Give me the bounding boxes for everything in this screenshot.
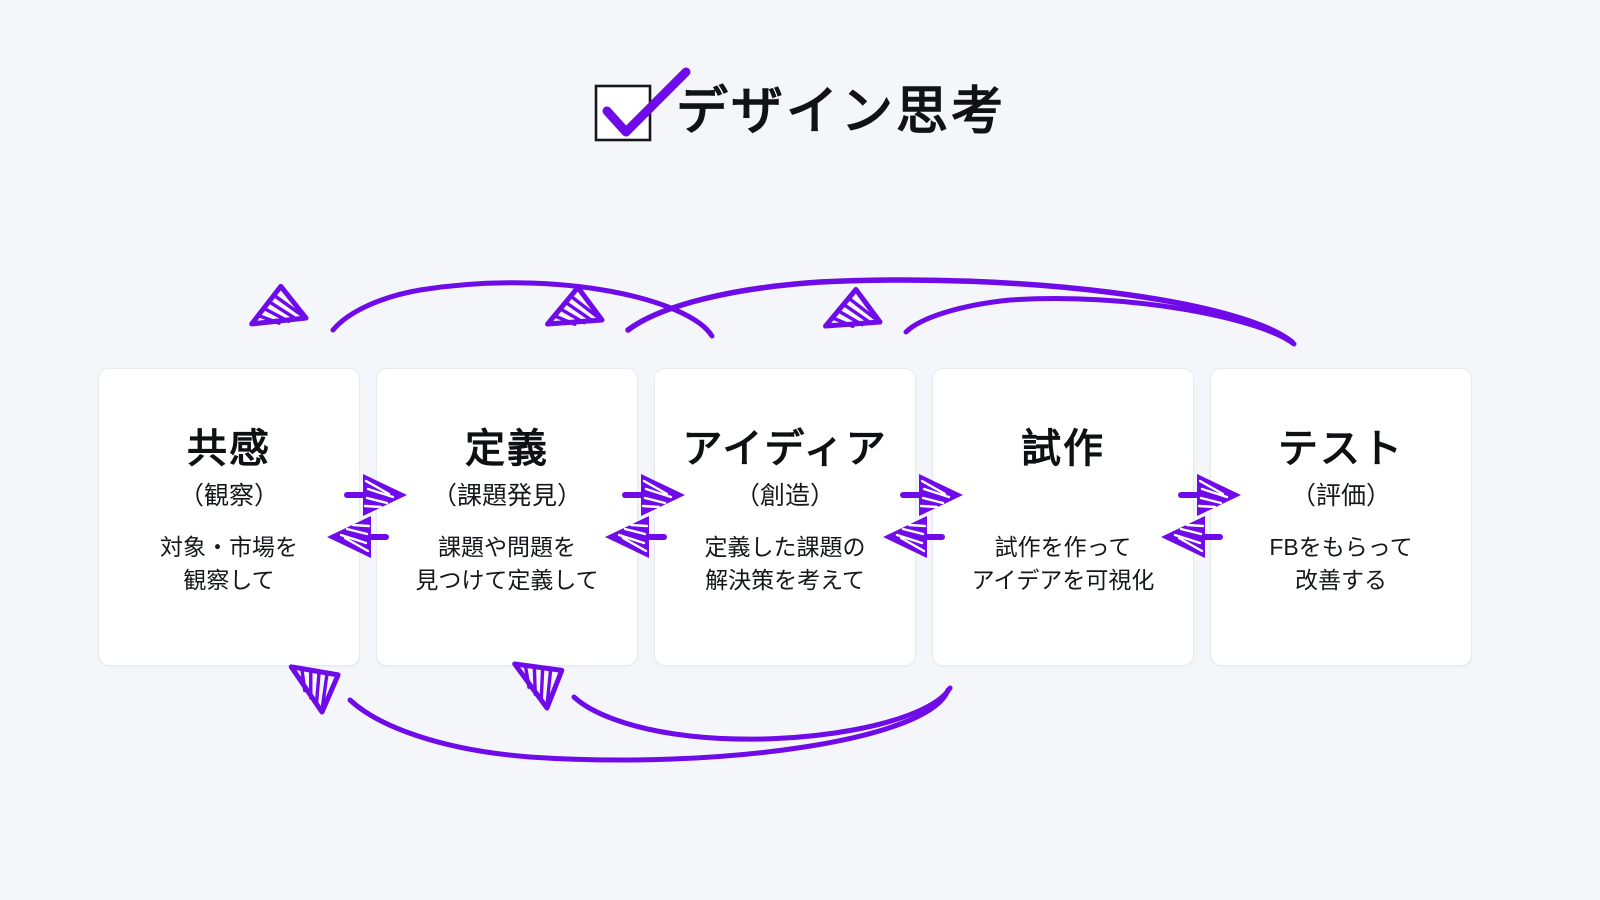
feedback-arc-top-test-to-prototype xyxy=(817,287,1297,346)
stage-card-empathize[interactable]: 共感 （観察） 対象・市場を 観察して xyxy=(98,368,360,666)
stage-description: 定義した課題の 解決策を考えて xyxy=(704,534,866,593)
feedback-arc-top-ideate-to-empathize xyxy=(243,280,715,343)
stage-title: アイディア xyxy=(682,427,888,471)
stage-subtitle: （創造） xyxy=(734,482,835,510)
page-header: デザイン思考 xyxy=(0,67,1600,142)
feedback-arc-bottom-prototype-to-empathize xyxy=(280,652,951,763)
stage-description: 課題や問題を 見つけて定義して xyxy=(415,534,599,593)
stage-card-define[interactable]: 定義 （課題発見） 課題や問題を 見つけて定義して xyxy=(376,368,638,666)
stage-title: 共感 xyxy=(187,427,271,471)
stage-description: FBをもらって 改善する xyxy=(1269,534,1413,593)
stage-card-test[interactable]: テスト （評価） FBをもらって 改善する xyxy=(1210,368,1472,666)
checkbox-checked-icon xyxy=(594,67,691,142)
stage-description: 対象・市場を 観察して xyxy=(160,534,298,593)
stage-description: 試作を作って アイデアを可視化 xyxy=(971,534,1155,593)
page-title: デザイン思考 xyxy=(675,83,1006,141)
stage-subtitle: （課題発見） xyxy=(431,482,582,510)
stage-title: 定義 xyxy=(465,427,549,471)
stage-subtitle: （観察） xyxy=(178,482,279,510)
stage-title: 試作 xyxy=(1021,427,1105,471)
stage-card-list: 共感 （観察） 対象・市場を 観察して 定義 （課題発見） 課題や問題を 見つけ… xyxy=(98,368,1502,666)
stage-card-prototype[interactable]: 試作 試作を作って アイデアを可視化 xyxy=(932,368,1194,666)
feedback-arc-top-test-to-define xyxy=(539,277,1295,344)
stage-title: テスト xyxy=(1278,427,1404,471)
stage-subtitle: （評価） xyxy=(1290,482,1391,510)
stage-card-ideate[interactable]: アイディア （創造） 定義した課題の 解決策を考えて xyxy=(654,368,916,666)
